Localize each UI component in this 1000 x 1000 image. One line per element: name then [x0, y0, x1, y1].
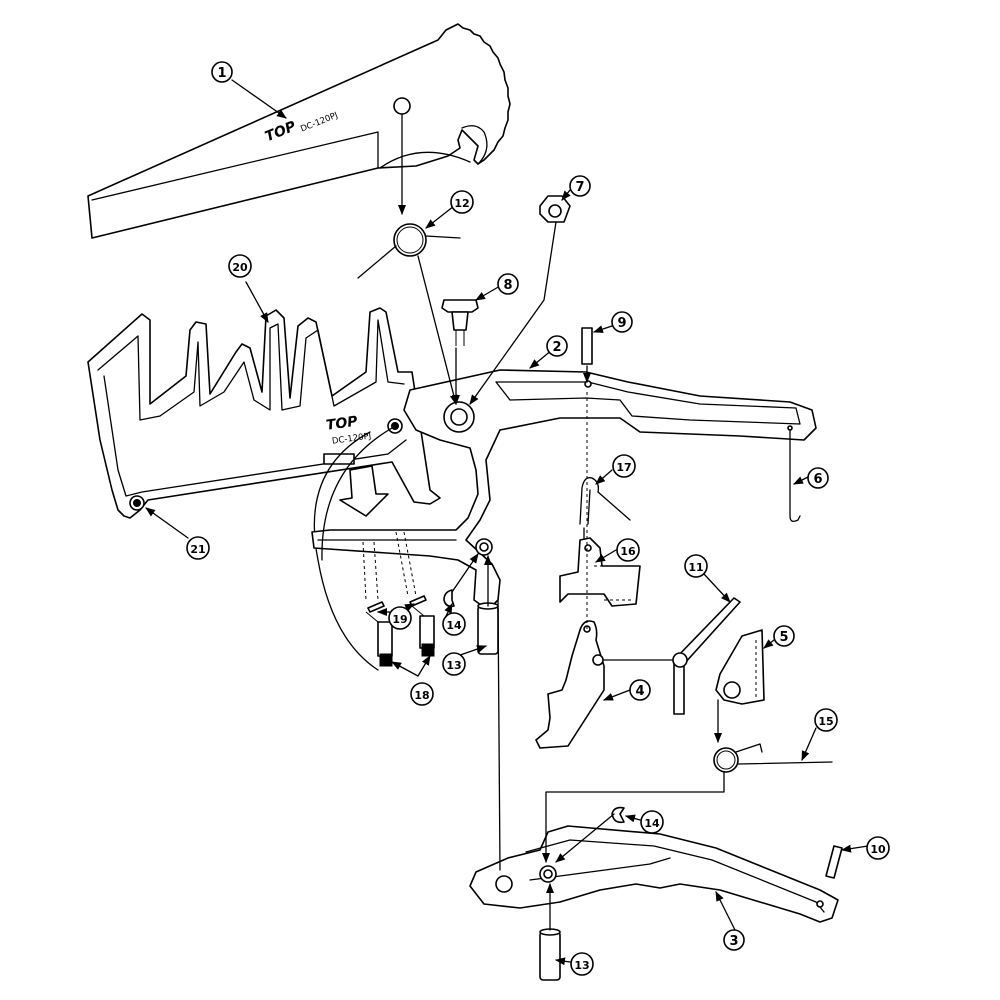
- nut-7: [539, 195, 571, 223]
- callout-11: 11: [684, 554, 708, 578]
- callout-19: 19: [388, 606, 412, 630]
- small-spring-17: [579, 477, 631, 525]
- svg-text:3: 3: [729, 934, 738, 949]
- cover-slot-1: [97, 319, 405, 421]
- pin-13-lower: [539, 928, 561, 981]
- callout-14-upper: 14: [442, 612, 466, 636]
- cover-brand: TOP: [325, 414, 359, 434]
- main-body: [311, 369, 817, 611]
- callout-13-lower: 13: [570, 952, 594, 976]
- screw-21: [129, 495, 145, 511]
- svg-text:21: 21: [190, 543, 205, 556]
- cover-arc-line: [313, 431, 379, 671]
- assembly-arrow: [339, 465, 389, 517]
- upper-jaw-edge-line: [91, 131, 379, 201]
- upper-jaw-curve: [379, 151, 471, 169]
- screw-18-left: [377, 621, 393, 667]
- svg-text:5: 5: [779, 630, 788, 645]
- torsion-spring-12: [357, 223, 461, 279]
- svg-text:7: 7: [575, 180, 584, 195]
- cover-outline: [87, 307, 441, 519]
- svg-text:1: 1: [217, 66, 226, 81]
- main-body-inner: [495, 381, 801, 425]
- link-plate-5: [715, 629, 765, 705]
- callout-20: 20: [228, 254, 252, 278]
- upper-jaw-blade: [87, 23, 511, 239]
- callout-21: 21: [186, 536, 210, 560]
- svg-text:14: 14: [644, 817, 660, 830]
- lower-handle-3: [469, 825, 839, 923]
- callout-17: 17: [612, 454, 636, 478]
- pin-10: [825, 845, 843, 879]
- screw-21-b: [387, 418, 403, 434]
- assembly-lines: [321, 97, 725, 931]
- svg-text:19: 19: [392, 613, 407, 626]
- callout-16: 16: [616, 538, 640, 562]
- svg-text:18: 18: [414, 689, 429, 702]
- callout-7: 7: [569, 175, 591, 197]
- callout-14-lower: 14: [640, 810, 664, 834]
- latch-plate-16: [559, 537, 641, 607]
- svg-text:11: 11: [688, 561, 703, 574]
- ratchet-pawl-4: [535, 620, 605, 749]
- callout-5: 5: [773, 625, 795, 647]
- svg-text:13: 13: [574, 959, 589, 972]
- callout-6: 6: [807, 467, 829, 489]
- lower-handle-pivot: [495, 875, 513, 893]
- callout-9: 9: [611, 311, 633, 333]
- spring-15: [713, 743, 833, 773]
- callout-15: 15: [814, 708, 838, 732]
- svg-text:9: 9: [617, 316, 626, 331]
- svg-text:12: 12: [454, 197, 469, 210]
- callout-1: 1: [211, 61, 233, 83]
- callout-8: 8: [497, 273, 519, 295]
- svg-text:14: 14: [446, 619, 462, 632]
- pin-9: [581, 327, 593, 365]
- link-bar-11: [672, 597, 741, 715]
- svg-text:4: 4: [635, 684, 644, 699]
- svg-text:10: 10: [870, 843, 886, 856]
- e-clip-14-upper: [443, 589, 455, 608]
- upper-jaw-hook: [461, 125, 488, 165]
- callout-18: 18: [410, 682, 434, 706]
- svg-text:16: 16: [620, 545, 636, 558]
- callout-3: 3: [723, 929, 745, 951]
- screw-18-right: [419, 615, 435, 657]
- svg-text:13: 13: [446, 659, 461, 672]
- upper-jaw-outline: [87, 23, 511, 239]
- svg-text:8: 8: [503, 278, 512, 293]
- svg-text:20: 20: [232, 261, 248, 274]
- bolt-8: [441, 299, 479, 346]
- callout-12: 12: [450, 190, 474, 214]
- svg-text:2: 2: [552, 340, 561, 355]
- e-clip-14-lower: [611, 806, 625, 824]
- pin-13-upper: [477, 602, 499, 655]
- callout-2: 2: [546, 335, 568, 357]
- callout-4: 4: [629, 679, 651, 701]
- cover-inner-edge: [103, 375, 407, 497]
- callout-10: 10: [866, 836, 890, 860]
- blade-cover-plate: TOP DC-120PJ: [87, 307, 441, 519]
- hook-wire-6: [789, 427, 801, 522]
- svg-text:6: 6: [813, 472, 822, 487]
- main-body-outline: [311, 369, 817, 611]
- svg-text:15: 15: [818, 715, 833, 728]
- callout-13-upper: 13: [442, 652, 466, 676]
- svg-text:17: 17: [616, 461, 631, 474]
- callout-leaders: [145, 79, 869, 966]
